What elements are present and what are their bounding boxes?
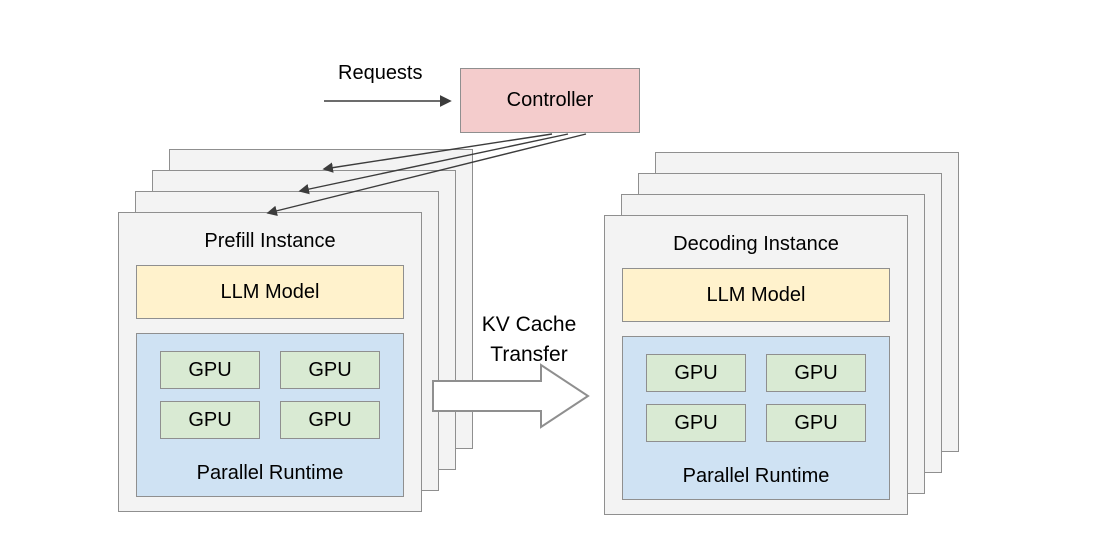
kv-cache-transfer-line2: Transfer bbox=[490, 343, 568, 366]
gpu-box: GPU bbox=[160, 351, 260, 389]
decoding-parallel-runtime-box: GPU GPU GPU GPU Parallel Runtime bbox=[622, 336, 890, 500]
decoding-instance-card: Decoding Instance LLM Model GPU GPU GPU … bbox=[604, 215, 908, 515]
gpu-box: GPU bbox=[280, 351, 380, 389]
gpu-box: GPU bbox=[646, 354, 746, 392]
controller-label: Controller bbox=[506, 89, 594, 111]
prefill-parallel-runtime-label: Parallel Runtime bbox=[196, 462, 344, 484]
kv-cache-transfer-line1: KV Cache bbox=[481, 313, 577, 336]
decoding-parallel-runtime-label: Parallel Runtime bbox=[682, 465, 830, 487]
requests-label: Requests bbox=[338, 62, 423, 84]
decoding-gpu-row: GPU GPU bbox=[623, 354, 889, 392]
decoding-llm-model-label: LLM Model bbox=[706, 283, 806, 306]
prefill-llm-model-label: LLM Model bbox=[220, 280, 320, 303]
decoding-gpu-row: GPU GPU bbox=[623, 404, 889, 442]
gpu-box: GPU bbox=[646, 404, 746, 442]
gpu-box: GPU bbox=[766, 354, 866, 392]
prefill-instance-title: Prefill Instance bbox=[204, 230, 336, 252]
kv-cache-transfer-label: KV Cache Transfer bbox=[446, 310, 612, 370]
prefill-instance-card: Prefill Instance LLM Model GPU GPU GPU G… bbox=[118, 212, 422, 512]
gpu-box: GPU bbox=[280, 401, 380, 439]
decoding-llm-model-box: LLM Model bbox=[622, 268, 890, 322]
gpu-box: GPU bbox=[160, 401, 260, 439]
prefill-parallel-runtime-box: GPU GPU GPU GPU Parallel Runtime bbox=[136, 333, 404, 497]
prefill-gpu-row: GPU GPU bbox=[137, 401, 403, 439]
gpu-box: GPU bbox=[766, 404, 866, 442]
prefill-llm-model-box: LLM Model bbox=[136, 265, 404, 319]
prefill-gpu-row: GPU GPU bbox=[137, 351, 403, 389]
controller-box: Controller bbox=[460, 68, 640, 133]
decoding-instance-title: Decoding Instance bbox=[673, 233, 839, 255]
